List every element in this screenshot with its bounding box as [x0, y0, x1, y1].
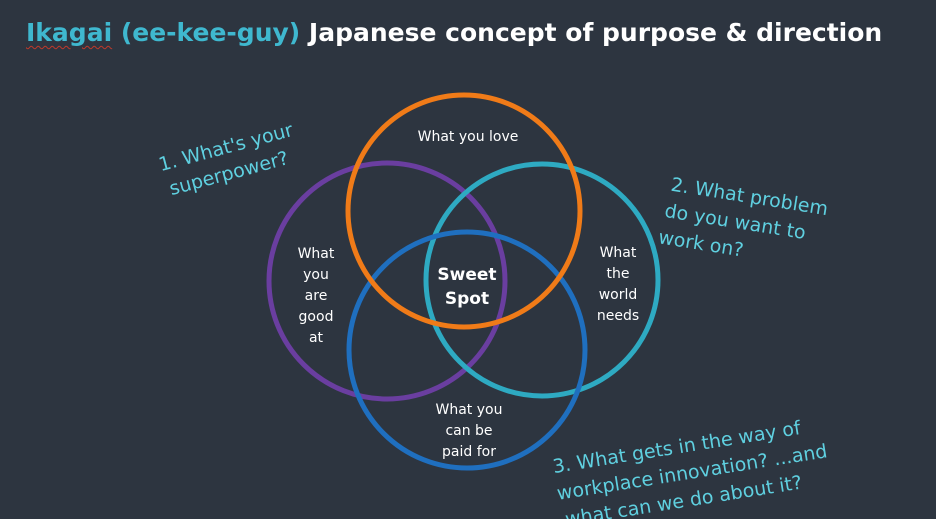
label-world-needs: What the world needs: [597, 245, 639, 324]
label-good-line: are: [305, 288, 328, 304]
label-good-line: at: [309, 330, 324, 346]
label-good-line: good: [299, 309, 334, 325]
label-world-line: What: [600, 245, 637, 261]
circle-paid-for: [346, 229, 588, 471]
circle-world-needs: [423, 161, 661, 399]
question-3: 3. What gets in the way of workplace inn…: [551, 417, 829, 519]
label-world-line: the: [607, 266, 630, 282]
title-accent: Ikagai (ee-kee-guy): [26, 18, 300, 47]
label-paid-line: What you: [436, 402, 503, 418]
label-paid-line: can be: [445, 423, 492, 439]
question-2: 2. What problem do you want to work on?: [657, 174, 830, 262]
sweet-spot-line: Sweet: [437, 265, 496, 285]
question-1: 1. What's your superpower?: [156, 119, 295, 200]
page-title: Ikagai (ee-kee-guy) Japanese concept of …: [26, 18, 882, 47]
label-good-at: What you are good at: [298, 246, 335, 346]
circle-good-at: [266, 160, 508, 402]
label-good-line: What: [298, 246, 335, 262]
label-paid-for: What you can be paid for: [436, 402, 503, 460]
circle-love: [345, 92, 583, 330]
sweet-spot-line: Spot: [445, 289, 489, 309]
label-world-line: world: [599, 287, 638, 303]
sweet-spot-label: Sweet Spot: [437, 265, 496, 309]
label-love: What you love: [418, 129, 519, 145]
title-rest: Japanese concept of purpose & direction: [300, 18, 883, 47]
label-good-line: you: [303, 267, 329, 283]
title-accent-word: Ikagai: [26, 18, 113, 47]
label-world-line: needs: [597, 308, 639, 324]
title-accent-rest: (ee-kee-guy): [112, 18, 301, 47]
label-paid-line: paid for: [442, 444, 496, 460]
